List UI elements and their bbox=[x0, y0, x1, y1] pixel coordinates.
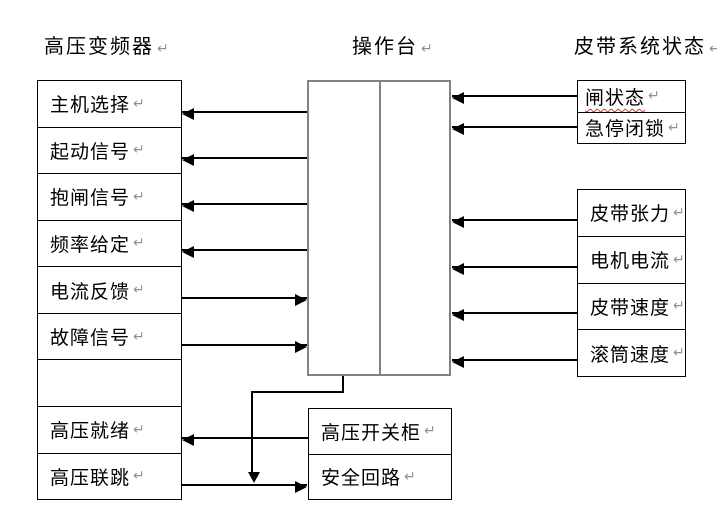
row-hv-interlock-trip: 高压联跳↵ bbox=[38, 452, 181, 500]
row-hv-ready: 高压就绪↵ bbox=[38, 405, 181, 453]
paragraph-mark: ↵ bbox=[133, 328, 145, 345]
row-gate-status-label: 闸状态 bbox=[585, 86, 646, 109]
hv-inverter-box: 主机选择↵ 起动信号↵ 抱闸信号↵ 频率给定↵ 电流反馈↵ 故障信号↵ 高压就绪… bbox=[37, 80, 182, 500]
header-console-label: 操作台 bbox=[352, 34, 418, 58]
paragraph-mark: ↵ bbox=[673, 298, 685, 315]
row-estop-lockout-label: 急停闭锁 bbox=[585, 118, 666, 141]
console-drop-line-vertical-2 bbox=[248, 392, 260, 483]
row-current-feedback-label: 电流反馈 bbox=[50, 280, 131, 303]
paragraph-mark: ↵ bbox=[157, 41, 169, 57]
header-hv-inverter: 高压变频器↵ bbox=[44, 30, 169, 59]
row-hv-switchgear-label: 高压开关柜 bbox=[321, 421, 422, 444]
row-frequency-setpoint-label: 频率给定 bbox=[50, 233, 131, 256]
paragraph-mark: ↵ bbox=[648, 88, 660, 105]
arrow-estop-lockout-to-console bbox=[452, 123, 577, 135]
row-drum-speed-label: 滚筒速度 bbox=[590, 343, 671, 366]
row-safety-loop-label: 安全回路 bbox=[321, 467, 402, 490]
arrow-console-to-brake-signal bbox=[182, 200, 307, 212]
row-motor-current-label: 电机电流 bbox=[590, 250, 671, 273]
arrow-hv-interlock-to-safety-loop bbox=[182, 481, 307, 493]
paragraph-mark: ↵ bbox=[668, 119, 680, 136]
paragraph-mark: ↵ bbox=[133, 282, 145, 299]
row-start-signal-label: 起动信号 bbox=[50, 140, 131, 163]
paragraph-mark: ↵ bbox=[133, 468, 145, 485]
console-divider bbox=[379, 82, 381, 374]
arrow-switchgear-to-hv-ready bbox=[182, 434, 308, 446]
row-current-feedback: 电流反馈↵ bbox=[38, 266, 181, 313]
row-hv-interlock-trip-label: 高压联跳 bbox=[50, 466, 131, 489]
arrow-drum-speed-to-console bbox=[452, 356, 577, 368]
header-belt-status: 皮带系统状态↵ bbox=[574, 30, 717, 59]
switchgear-box: 高压开关柜↵ 安全回路↵ bbox=[308, 408, 452, 500]
paragraph-mark: ↵ bbox=[133, 142, 145, 159]
arrow-console-to-start-signal bbox=[182, 154, 307, 166]
row-belt-speed-label: 皮带速度 bbox=[590, 296, 671, 319]
arrow-gate-status-to-console bbox=[452, 92, 577, 104]
arrow-belt-tension-to-console bbox=[452, 216, 577, 228]
arrow-motor-current-to-console bbox=[452, 263, 577, 275]
row-brake-signal-label: 抱闸信号 bbox=[50, 187, 131, 210]
header-hv-inverter-label: 高压变频器 bbox=[44, 34, 154, 58]
row-estop-lockout: 急停闭锁↵ bbox=[578, 111, 685, 144]
paragraph-mark: ↵ bbox=[421, 41, 433, 57]
paragraph-mark: ↵ bbox=[424, 423, 436, 440]
paragraph-mark: ↵ bbox=[133, 188, 145, 205]
paragraph-mark: ↵ bbox=[404, 468, 416, 485]
row-drum-speed: 滚筒速度↵ bbox=[578, 329, 685, 376]
header-belt-status-label: 皮带系统状态 bbox=[574, 34, 706, 58]
arrow-console-to-frequency-setpoint bbox=[182, 246, 307, 258]
paragraph-mark: ↵ bbox=[133, 421, 145, 438]
row-host-select-label: 主机选择 bbox=[50, 94, 131, 117]
row-start-signal: 起动信号↵ bbox=[38, 126, 181, 174]
arrow-fault-signal-to-console bbox=[182, 341, 307, 353]
paragraph-mark: ↵ bbox=[673, 204, 685, 221]
paragraph-mark: ↵ bbox=[709, 41, 717, 57]
row-belt-tension-label: 皮带张力 bbox=[590, 203, 671, 226]
row-hv-ready-label: 高压就绪 bbox=[50, 420, 131, 443]
paragraph-mark: ↵ bbox=[133, 235, 145, 252]
row-motor-current: 电机电流↵ bbox=[578, 235, 685, 283]
row-fault-signal-label: 故障信号 bbox=[50, 327, 131, 350]
row-frequency-setpoint: 频率给定↵ bbox=[38, 219, 181, 267]
arrow-current-feedback-to-console bbox=[182, 294, 307, 306]
paragraph-mark: ↵ bbox=[673, 251, 685, 268]
row-brake-signal: 抱闸信号↵ bbox=[38, 173, 181, 220]
belt-signals-box: 皮带张力↵ 电机电流↵ 皮带速度↵ 滚筒速度↵ bbox=[577, 189, 686, 377]
row-host-select: 主机选择↵ bbox=[38, 81, 181, 127]
header-console: 操作台↵ bbox=[352, 30, 433, 59]
row-belt-speed: 皮带速度↵ bbox=[578, 282, 685, 330]
row-safety-loop: 安全回路↵ bbox=[309, 453, 451, 500]
row-empty bbox=[38, 359, 181, 406]
row-fault-signal: 故障信号↵ bbox=[38, 312, 181, 360]
console-drop-line-horizontal bbox=[251, 391, 344, 393]
console-drop-line-vertical-1 bbox=[342, 376, 344, 392]
paragraph-mark: ↵ bbox=[133, 95, 145, 112]
paragraph-mark: ↵ bbox=[673, 345, 685, 362]
row-belt-tension: 皮带张力↵ bbox=[578, 190, 685, 236]
row-hv-switchgear: 高压开关柜↵ bbox=[309, 409, 451, 454]
arrow-console-to-host-select bbox=[182, 108, 307, 120]
console-box bbox=[307, 80, 451, 376]
row-gate-status: 闸状态↵ bbox=[578, 81, 685, 112]
arrow-belt-speed-to-console bbox=[452, 309, 577, 321]
belt-status-top-box: 闸状态↵ 急停闭锁↵ bbox=[577, 80, 686, 144]
